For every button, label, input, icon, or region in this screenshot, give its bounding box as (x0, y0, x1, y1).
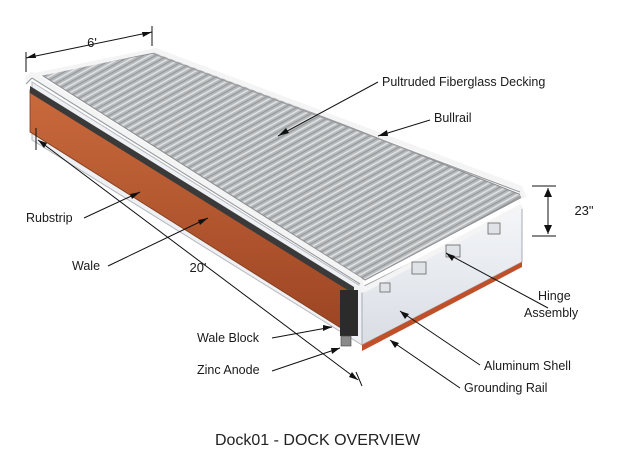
label-grounding-rail: Grounding Rail (464, 381, 547, 395)
zinc-anode (340, 335, 352, 347)
height-dimension: 23" (532, 185, 594, 237)
rubstrip (30, 86, 354, 294)
hinge-assembly-1 (411, 261, 427, 275)
width-dimension-label: 6' (87, 35, 97, 50)
bullrail-right-shadow (153, 53, 521, 193)
bullrail-far-end (29, 48, 157, 78)
hinge-assembly-3 (487, 222, 501, 235)
bullrail-end (362, 203, 524, 293)
label-bullrail: Bullrail (434, 111, 472, 125)
leader-lines (83, 81, 549, 389)
wale-block (340, 290, 358, 336)
length-dimension-label: 20' (190, 260, 207, 275)
figure-caption: Dock01 - DOCK OVERVIEW (214, 432, 421, 449)
label-hinge-line1: Hinge (538, 289, 571, 303)
hinge-assembly-4 (379, 282, 391, 293)
label-decking: Pultruded Fiberglass Decking (382, 75, 545, 89)
label-rubstrip: Rubstrip (26, 211, 73, 225)
height-dimension-label: 23" (574, 203, 593, 218)
width-dimension: 6' (25, 26, 153, 72)
bullrail-left (24, 71, 367, 293)
label-hinge-line2: Assembly (524, 306, 579, 320)
label-wale-block: Wale Block (197, 331, 260, 345)
label-zinc-anode: Zinc Anode (197, 363, 260, 377)
bullrail-left-shadow (25, 77, 361, 285)
label-wale: Wale (72, 259, 100, 273)
label-aluminum-shell: Aluminum Shell (484, 359, 571, 373)
length-dimension: 20' (35, 128, 363, 387)
grounding-rail (362, 262, 522, 351)
dock-model (24, 47, 527, 351)
bullrail-right (153, 47, 527, 199)
